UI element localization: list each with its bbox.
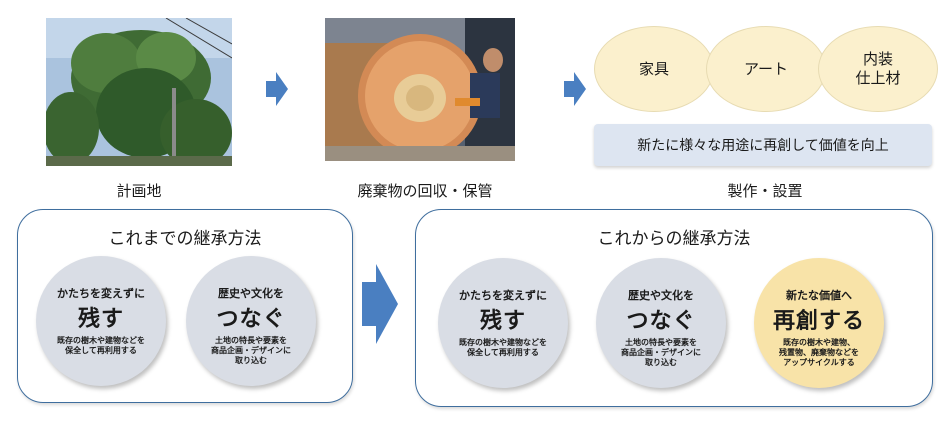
circle-preserve: かたちを変えずに 残す 既存の樹木や建物などを 保全して再利用する [36, 256, 166, 386]
product-label: アート [743, 59, 789, 78]
circle-lead: 新たな価値へ [786, 289, 852, 302]
circle-lead: 歴史や文化を [628, 289, 694, 302]
circle-main: 残す [77, 307, 124, 332]
circle-desc: 土地の特長や要素を 商品企画・デザインに 取り込む [211, 336, 291, 365]
product-art: アート [706, 26, 826, 112]
future-method-panel: これからの継承方法 かたちを変えずに 残す 既存の樹木や建物などを 保全して再利… [415, 209, 933, 407]
circle-main: 再創する [772, 309, 865, 334]
circle-recreate: 新たな価値へ 再創する 既存の樹木や建物、 残置物、廃棄物などを アップサイクル… [754, 258, 884, 388]
circle-connect: 歴史や文化を つなぐ 土地の特長や要素を 商品企画・デザインに 取り込む [186, 256, 316, 386]
circle-connect: 歴史や文化を つなぐ 土地の特長や要素を 商品企画・デザインに 取り込む [596, 258, 726, 388]
arrow-right-icon [362, 264, 398, 344]
circle-main: つなぐ [216, 307, 286, 332]
circle-preserve: かたちを変えずに 残す 既存の樹木や建物などを 保全して再利用する [438, 258, 568, 388]
product-interior-finish: 内装 仕上材 [818, 26, 938, 112]
circle-desc: 既存の樹木や建物などを 保全して再利用する [57, 336, 145, 355]
circle-main: 残す [479, 309, 526, 334]
circle-lead: 歴史や文化を [218, 287, 284, 300]
step-caption-site: 計画地 [116, 182, 162, 200]
circle-desc: 既存の樹木や建物、 残置物、廃棄物などを アップサイクルする [779, 338, 859, 367]
circle-main: つなぐ [626, 309, 696, 334]
log-cutting-photo [325, 18, 515, 161]
step-caption-collection: 廃棄物の回収・保管 [357, 182, 493, 200]
product-label: 内装 仕上材 [855, 50, 901, 87]
step-caption-production: 製作・設置 [727, 182, 803, 200]
circle-desc: 土地の特長や要素を 商品企画・デザインに 取り込む [621, 338, 701, 367]
arrow-right-icon [266, 72, 288, 106]
tree-photo [46, 18, 232, 166]
circle-desc: 既存の樹木や建物などを 保全して再利用する [459, 338, 547, 357]
product-label: 家具 [638, 59, 669, 78]
panel-title: これまでの継承方法 [108, 229, 262, 249]
product-furniture: 家具 [594, 26, 714, 112]
previous-method-panel: これまでの継承方法 かたちを変えずに 残す 既存の樹木や建物などを 保全して再利… [17, 209, 353, 403]
value-banner: 新たに様々な用途に再創して価値を向上 [594, 124, 932, 166]
arrow-right-icon [564, 72, 586, 106]
circle-lead: かたちを変えずに [459, 289, 547, 302]
circle-lead: かたちを変えずに [57, 287, 145, 300]
panel-title: これからの継承方法 [597, 229, 751, 249]
